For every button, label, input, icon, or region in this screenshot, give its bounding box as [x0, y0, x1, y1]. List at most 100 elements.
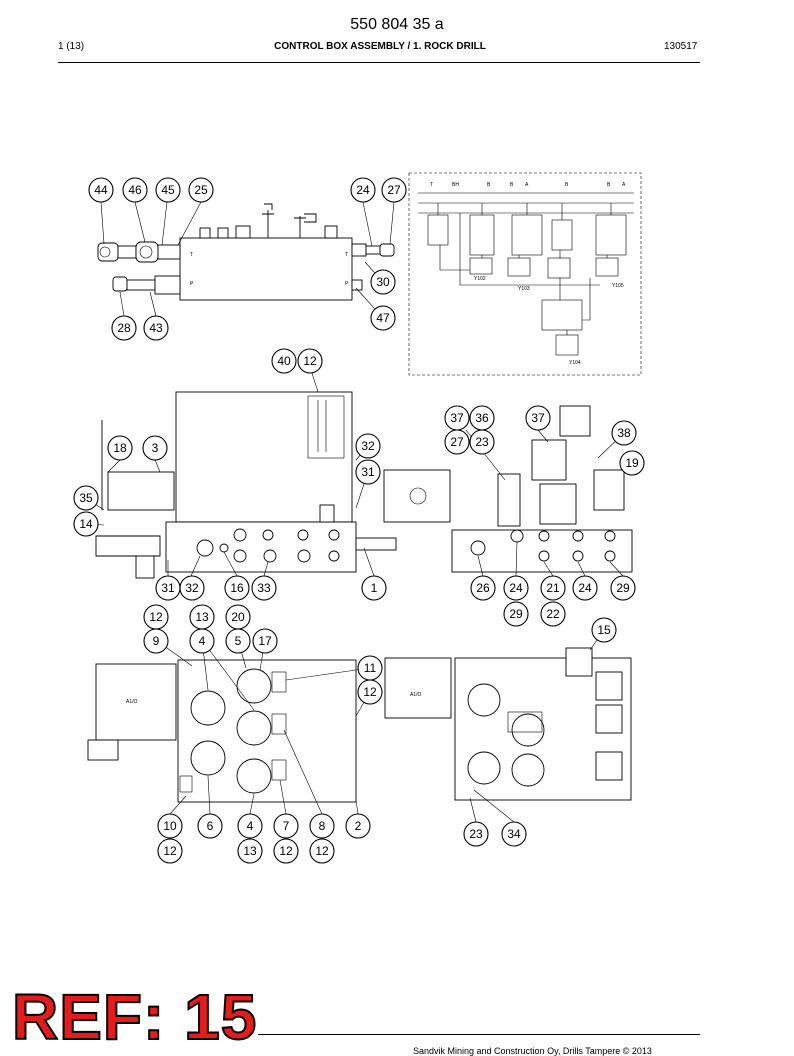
callout: 14	[73, 511, 99, 537]
svg-text:P: P	[190, 281, 194, 287]
page-count: 1 (13)	[58, 41, 85, 52]
svg-text:22: 22	[546, 607, 560, 621]
callout: 20	[225, 604, 251, 630]
svg-text:12: 12	[149, 610, 163, 624]
callout: 34	[501, 821, 527, 847]
top-manifold: T P T P	[97, 203, 395, 301]
svg-text:5: 5	[235, 634, 242, 648]
callout: 12	[309, 838, 335, 864]
svg-text:35: 35	[79, 491, 93, 505]
callout: 24	[350, 177, 376, 203]
schematic-label: B	[510, 182, 514, 188]
callout: 28	[111, 315, 137, 341]
svg-text:7: 7	[283, 819, 290, 833]
callout: 5	[225, 628, 251, 654]
valve-label: Y102	[474, 276, 486, 282]
callout: 7	[273, 813, 299, 839]
callout: 27	[444, 429, 470, 455]
callout: 43	[143, 315, 169, 341]
callout: 32	[179, 575, 205, 601]
svg-text:26: 26	[476, 581, 490, 595]
svg-text:24: 24	[356, 183, 370, 197]
callout: 12	[273, 838, 299, 864]
svg-text:44: 44	[94, 183, 108, 197]
callout: 37	[525, 405, 551, 431]
callout: 10	[157, 813, 183, 839]
view-label: A1/O	[410, 692, 422, 698]
callout: 12	[357, 679, 383, 705]
header-rule	[58, 62, 700, 63]
control-box-side	[383, 405, 633, 573]
callout: 4	[237, 813, 263, 839]
callout: 11	[357, 655, 383, 681]
svg-text:T: T	[190, 252, 193, 258]
callout: 8	[309, 813, 335, 839]
callout: 22	[540, 601, 566, 627]
callout: 37	[444, 405, 470, 431]
valve-label: Y104	[569, 360, 581, 366]
svg-text:32: 32	[361, 439, 375, 453]
valve-label: Y105	[612, 283, 624, 289]
callout: 9	[143, 628, 169, 654]
schematic-label: A	[525, 182, 529, 188]
svg-text:20: 20	[231, 610, 245, 624]
callout: 31	[155, 575, 181, 601]
callout: 25	[188, 177, 214, 203]
svg-text:15: 15	[597, 623, 611, 637]
svg-text:10: 10	[163, 819, 177, 833]
schematic-label: A	[622, 182, 626, 188]
control-box-front	[95, 391, 397, 579]
svg-text:14: 14	[79, 517, 93, 531]
callout: 35	[73, 485, 99, 511]
hydraulic-schematic: T BH B B A B B A Y102 Y103 Y105 Y104	[408, 172, 642, 376]
svg-text:31: 31	[161, 581, 175, 595]
svg-text:46: 46	[128, 183, 142, 197]
callout: 19	[619, 450, 645, 476]
callout: 26	[470, 575, 496, 601]
svg-text:47: 47	[376, 311, 390, 325]
schematic-label: B	[607, 182, 611, 188]
callout: 12	[297, 348, 323, 374]
callout: 16	[224, 575, 250, 601]
svg-text:T: T	[345, 252, 348, 258]
svg-text:19: 19	[625, 456, 639, 470]
callout: 18	[107, 435, 133, 461]
callout: 31	[355, 459, 381, 485]
callout: 36	[469, 405, 495, 431]
svg-text:17: 17	[258, 634, 272, 648]
document-title: CONTROL BOX ASSEMBLY / 1. ROCK DRILL	[274, 41, 486, 52]
view-label: A1/O	[126, 699, 138, 705]
schematic-label: T	[430, 182, 433, 188]
svg-text:12: 12	[279, 844, 293, 858]
svg-text:2: 2	[355, 819, 362, 833]
svg-text:27: 27	[450, 435, 464, 449]
callouts: 44 46 45 25 24 27 30 47 28 43 40 12 37 3…	[73, 177, 645, 864]
svg-text:6: 6	[207, 819, 214, 833]
svg-text:1: 1	[371, 581, 378, 595]
svg-text:37: 37	[531, 411, 545, 425]
svg-text:12: 12	[315, 844, 329, 858]
svg-text:9: 9	[153, 634, 160, 648]
svg-text:21: 21	[546, 581, 560, 595]
callout: 27	[381, 177, 407, 203]
callout: 45	[155, 177, 181, 203]
svg-text:P: P	[345, 281, 349, 287]
svg-text:27: 27	[387, 183, 401, 197]
svg-text:16: 16	[230, 581, 244, 595]
callout: 15	[591, 617, 617, 643]
callout: 13	[189, 604, 215, 630]
svg-text:28: 28	[117, 321, 131, 335]
svg-text:43: 43	[149, 321, 163, 335]
callout: 24	[572, 575, 598, 601]
callout: 32	[355, 433, 381, 459]
svg-text:29: 29	[509, 607, 523, 621]
valve-label: Y103	[518, 286, 530, 292]
svg-text:8: 8	[319, 819, 326, 833]
svg-text:12: 12	[303, 354, 317, 368]
schematic-label: BH	[452, 182, 459, 188]
callout: 30	[370, 269, 396, 295]
callout: 13	[237, 838, 263, 864]
callout: 12	[143, 604, 169, 630]
callout: 47	[370, 305, 396, 331]
